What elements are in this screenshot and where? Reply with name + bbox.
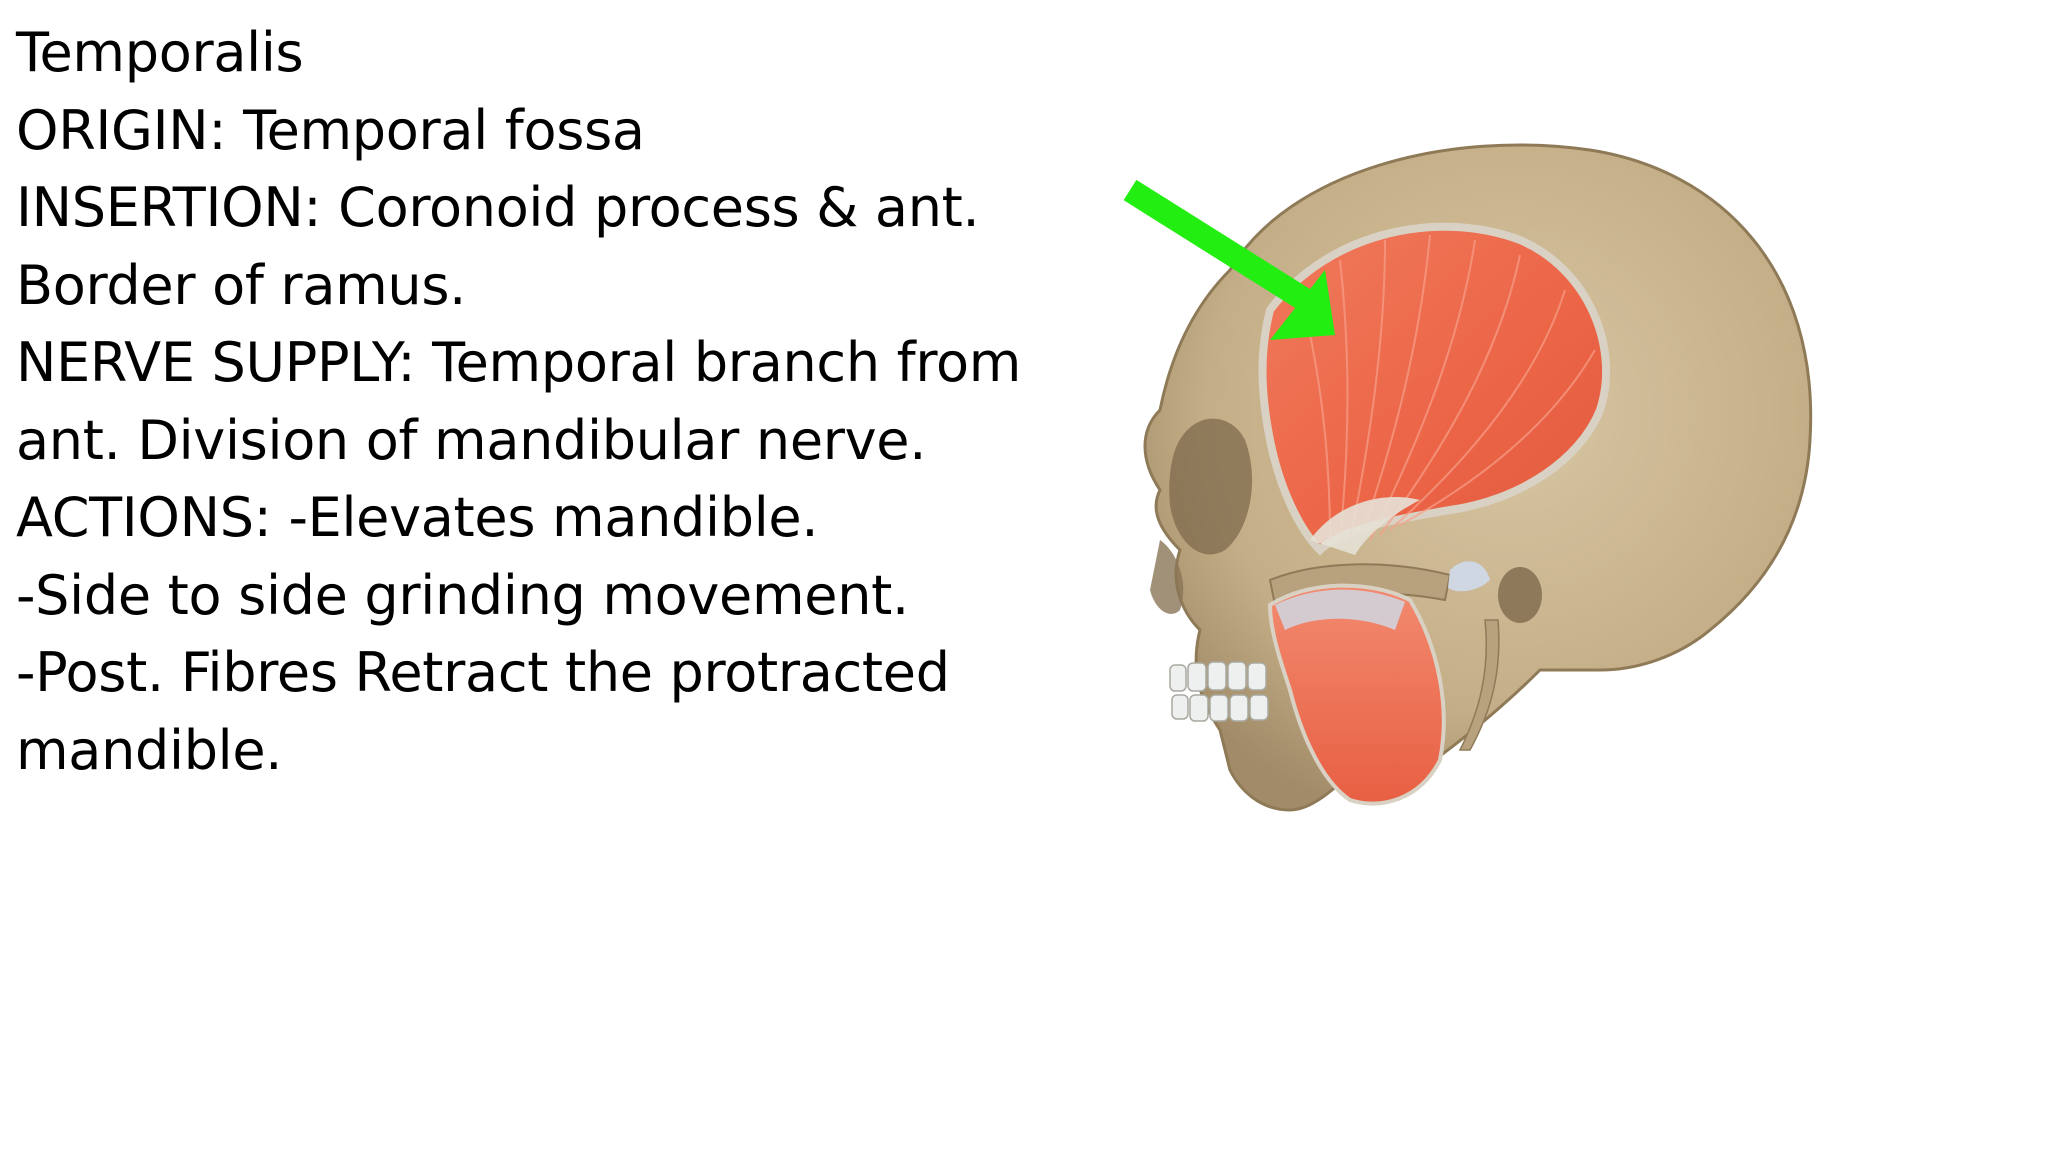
styloid-process bbox=[1458, 619, 1500, 751]
insertion-line-continued: Border of ramus. bbox=[16, 253, 467, 317]
nerve-supply-line: NERVE SUPPLY: Temporal branch from bbox=[16, 331, 1022, 394]
actions-line: ACTIONS: -Elevates mandible. bbox=[16, 486, 819, 549]
muscle-title: Temporalis bbox=[16, 21, 304, 84]
ear-canal bbox=[1498, 567, 1542, 623]
masseter-tendon bbox=[1275, 589, 1405, 630]
origin-line: ORIGIN: Temporal fossa bbox=[16, 98, 645, 162]
articular-disc bbox=[1448, 561, 1490, 592]
action-side-to-side-line: -Side to side grinding movement. bbox=[16, 563, 909, 627]
temporalis-muscle bbox=[1258, 222, 1611, 556]
masseter-muscle bbox=[1267, 583, 1446, 806]
nerve-supply-line-continued: ant. Division of mandibular nerve. bbox=[16, 408, 927, 472]
action-retract-line-continued: mandible. bbox=[16, 718, 283, 782]
muscle-description-text: Temporalis ORIGIN: Temporal fossa INSERT… bbox=[16, 14, 1076, 789]
nasal-shape bbox=[1150, 540, 1184, 614]
insertion-line: INSERTION: Coronoid process & ant. bbox=[16, 176, 980, 239]
teeth bbox=[1169, 661, 1269, 722]
action-retract-line: -Post. Fibres Retract the protracted bbox=[16, 641, 950, 704]
skull-illustration bbox=[1120, 110, 1840, 910]
green-arrow-icon bbox=[1123, 179, 1335, 340]
skull-illustration-svg bbox=[1123, 143, 1813, 812]
temporalis-tendon bbox=[1310, 496, 1420, 555]
orbit-shape bbox=[1169, 418, 1253, 555]
